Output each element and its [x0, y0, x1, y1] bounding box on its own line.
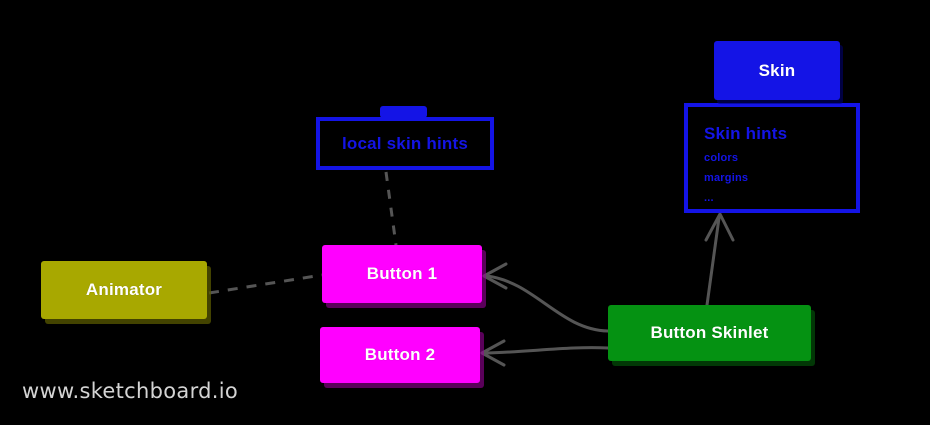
skin-hints-item-colors: colors	[704, 152, 739, 164]
node-button-1-label: Button 1	[366, 264, 438, 283]
node-skin-hints[interactable]: Skin hints colors margins ...	[684, 103, 860, 213]
node-button-2[interactable]: Button 2	[320, 327, 480, 383]
node-button-2-label: Button 2	[364, 345, 436, 364]
edge-local-skin-hints-to-button-1	[384, 171, 398, 246]
node-skin-label: Skin	[758, 60, 796, 80]
local-skin-hints-tab	[380, 106, 427, 118]
node-animator[interactable]: Animator	[41, 261, 207, 319]
node-button-skinlet-label: Button Skinlet	[650, 323, 769, 342]
node-skin[interactable]: Skin	[714, 41, 840, 100]
node-animator-label: Animator	[85, 280, 163, 299]
skin-hints-item-ellipsis: ...	[704, 192, 714, 204]
arrowhead-button-1	[482, 262, 508, 290]
node-button-skinlet[interactable]: Button Skinlet	[608, 305, 811, 361]
watermark: www.sketchboard.io	[22, 379, 239, 403]
node-local-skin-hints[interactable]: local skin hints	[316, 117, 494, 170]
skin-hints-title: Skin hints	[704, 124, 788, 143]
node-button-1[interactable]: Button 1	[322, 245, 482, 303]
edge-button-skinlet-to-button-1	[485, 274, 610, 333]
edge-button-skinlet-to-button-2	[484, 346, 610, 355]
skin-hints-item-margins: margins	[704, 172, 749, 184]
edge-animator-to-button-1	[208, 273, 323, 295]
arrowhead-skin-hints	[704, 212, 735, 242]
node-local-skin-hints-label: local skin hints	[341, 133, 468, 153]
edge-button-skinlet-to-skin-hints	[705, 216, 721, 307]
arrowhead-button-2	[480, 339, 506, 367]
